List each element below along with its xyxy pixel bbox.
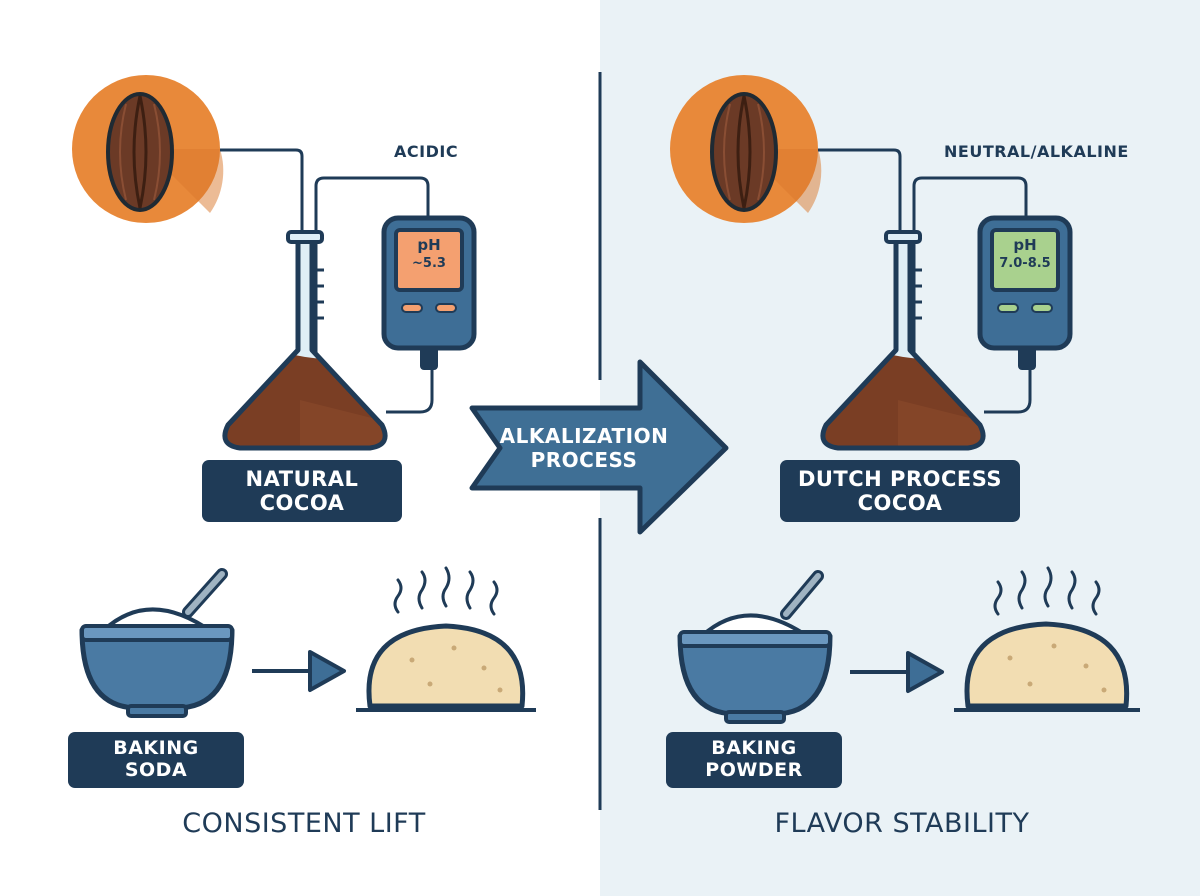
cocoa-bean-icon bbox=[670, 75, 822, 223]
ph-label: pH bbox=[417, 236, 441, 254]
result-caption-natural: CONSISTENT LIFT bbox=[182, 808, 426, 839]
cocoa-bean-icon bbox=[72, 75, 224, 223]
ph-meter-icon bbox=[381, 215, 477, 414]
steam-icon bbox=[393, 566, 499, 616]
bread-icon bbox=[356, 623, 536, 712]
ph-meter-icon bbox=[977, 215, 1073, 414]
natural-cocoa-label: NATURAL COCOA bbox=[202, 460, 402, 522]
ph-tag-natural: ACIDIC bbox=[394, 142, 459, 161]
steam-icon bbox=[993, 566, 1101, 616]
ph-tag-dutch: NEUTRAL/ALKALINE bbox=[944, 142, 1129, 161]
bowl-icon bbox=[677, 570, 833, 724]
probe-wire-1 bbox=[220, 148, 304, 250]
process-arrow bbox=[469, 359, 729, 535]
ph-value: ~5.3 bbox=[412, 256, 446, 271]
arrow-icon bbox=[252, 650, 346, 692]
ph-value: 7.0-8.5 bbox=[999, 256, 1051, 271]
bread-icon bbox=[954, 621, 1140, 712]
ph-readout-dutch: pH 7.0-8.5 bbox=[992, 236, 1058, 271]
probe-wire-2 bbox=[912, 176, 1028, 380]
probe-wire-2 bbox=[314, 176, 430, 380]
bowl-icon bbox=[79, 568, 235, 718]
probe-wire-1 bbox=[818, 148, 902, 250]
dutch-cocoa-label: DUTCH PROCESS COCOA bbox=[780, 460, 1020, 522]
baking-powder-label: BAKING POWDER bbox=[666, 732, 842, 788]
baking-soda-label: BAKING SODA bbox=[68, 732, 244, 788]
process-label: ALKALIZATION PROCESS bbox=[499, 424, 669, 472]
arrow-icon bbox=[850, 651, 944, 693]
ph-label: pH bbox=[1013, 236, 1037, 254]
ph-readout-natural: pH ~5.3 bbox=[396, 236, 462, 271]
result-caption-dutch: FLAVOR STABILITY bbox=[774, 808, 1030, 839]
